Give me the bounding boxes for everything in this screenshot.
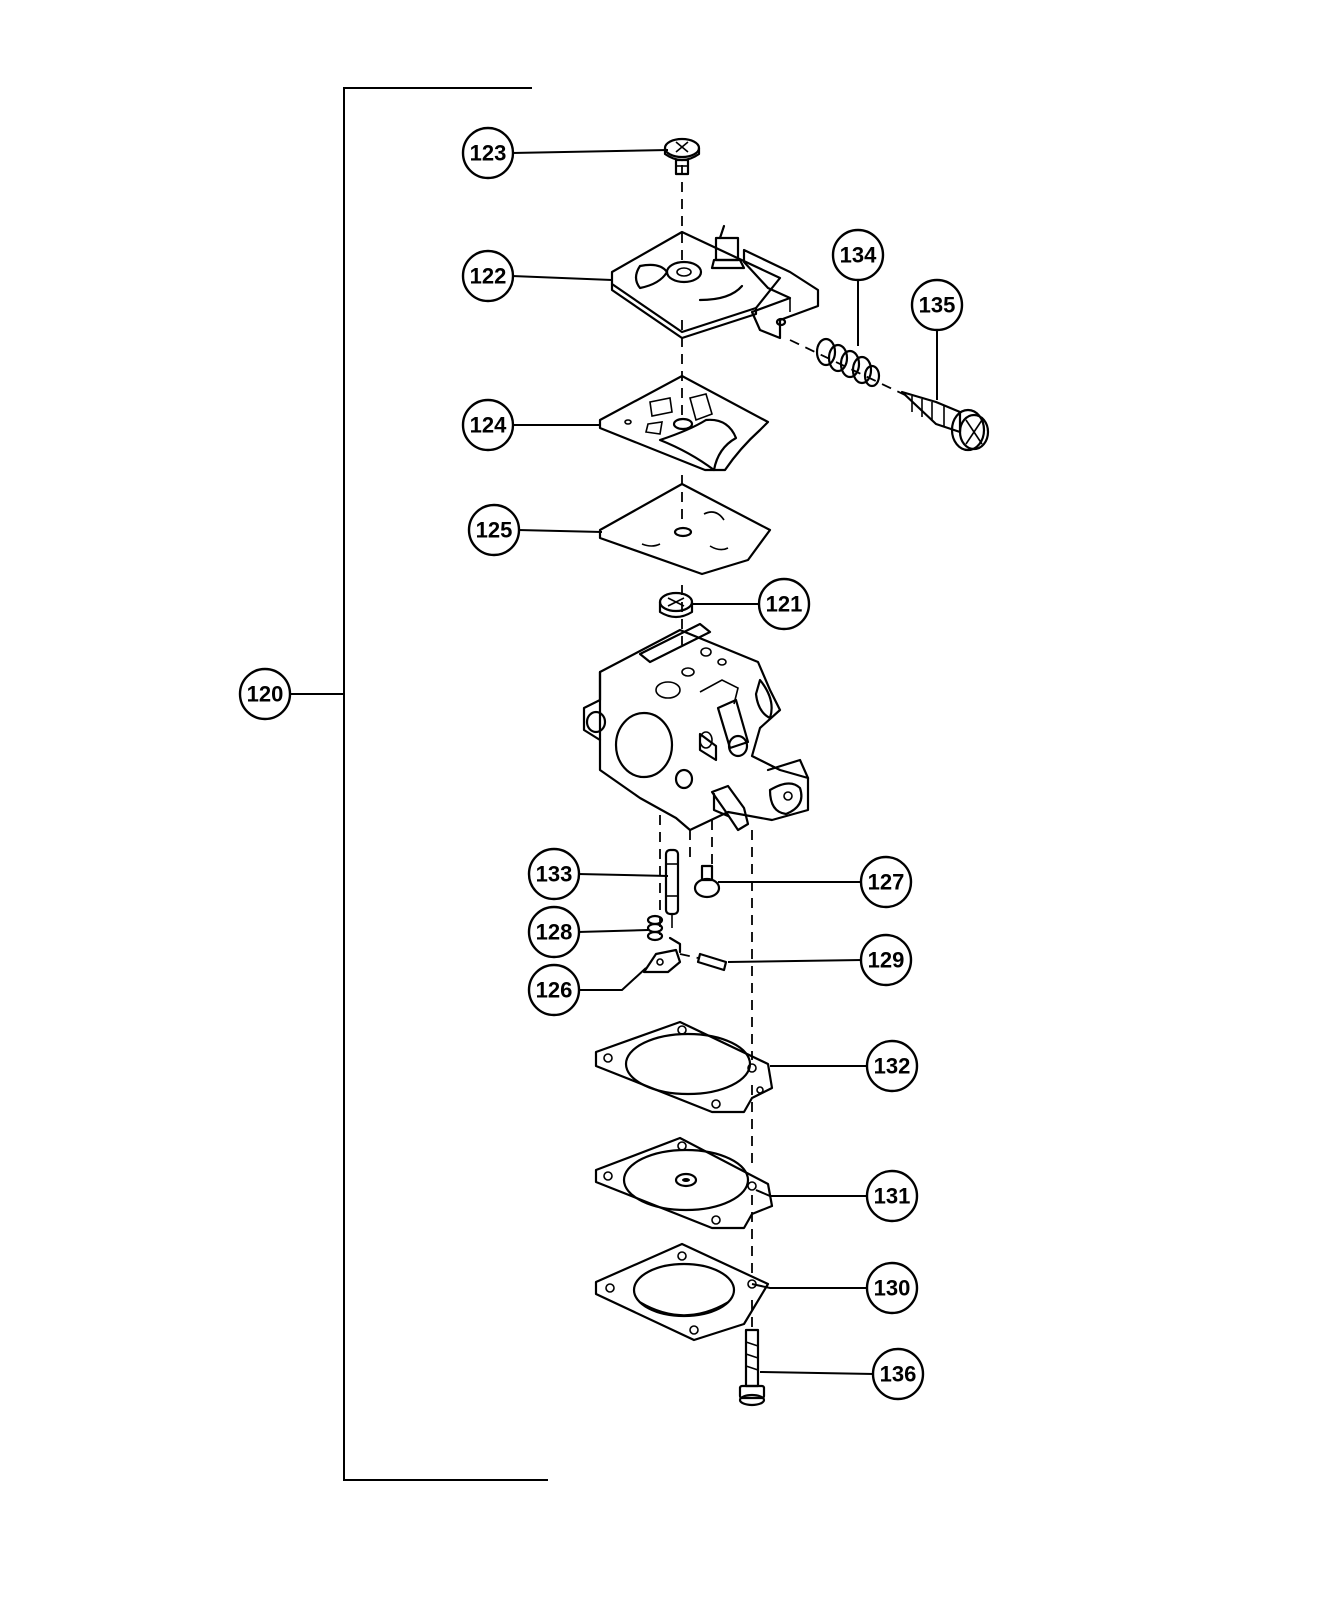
- carburetor-body: [582, 622, 810, 832]
- diaphragm-131: [594, 1136, 774, 1230]
- callout-125: 125: [467, 503, 521, 557]
- callout-125-label: 125: [476, 518, 513, 543]
- callout-136-label: 136: [880, 1362, 917, 1387]
- callout-120-label: 120: [247, 682, 284, 707]
- spring-134: [815, 337, 881, 388]
- callout-121: 121: [757, 577, 811, 631]
- gasket-132: [594, 1020, 774, 1114]
- callout-127-label: 127: [868, 870, 905, 895]
- callout-123: 123: [461, 126, 515, 180]
- cover-130: [594, 1242, 770, 1342]
- callout-122-label: 122: [470, 264, 507, 289]
- callout-124-label: 124: [470, 413, 507, 438]
- callout-133-label: 133: [536, 862, 573, 887]
- assembly-bracket: [290, 87, 548, 1481]
- callout-128: 128: [527, 905, 581, 959]
- callout-132: 132: [865, 1039, 919, 1093]
- callout-123-label: 123: [470, 141, 507, 166]
- callout-130-label: 130: [874, 1276, 911, 1301]
- spring-128: [646, 914, 664, 942]
- callout-129-label: 129: [868, 948, 905, 973]
- alignment-axes: [659, 165, 906, 1330]
- callout-134: 134: [831, 228, 885, 282]
- leader-lines: [511, 149, 938, 1375]
- metering-cover-122: [610, 224, 820, 340]
- callout-121-label: 121: [766, 592, 803, 617]
- callout-136: 136: [871, 1347, 925, 1401]
- pin-129: [679, 952, 728, 972]
- callout-124: 124: [461, 398, 515, 452]
- plug-121: [658, 591, 694, 619]
- callout-134-label: 134: [840, 243, 877, 268]
- callout-120: 120: [238, 667, 292, 721]
- callout-126-label: 126: [536, 978, 573, 1003]
- gasket-124: [598, 374, 770, 472]
- diaphragm-125: [598, 482, 772, 576]
- lever-126: [642, 936, 682, 974]
- callout-126: 126: [527, 963, 581, 1017]
- callout-122: 122: [461, 249, 515, 303]
- screw-123: [663, 137, 701, 176]
- needle-133: [664, 848, 680, 928]
- callout-130: 130: [865, 1261, 919, 1315]
- callout-127: 127: [859, 855, 913, 909]
- adjusting-screw-135: [900, 390, 990, 452]
- callout-132-label: 132: [874, 1054, 911, 1079]
- callout-128-label: 128: [536, 920, 573, 945]
- callout-129: 129: [859, 933, 913, 987]
- callout-131-label: 131: [874, 1184, 911, 1209]
- callout-133: 133: [527, 847, 581, 901]
- callout-131: 131: [865, 1169, 919, 1223]
- screw-136: [738, 1328, 766, 1407]
- screw-127: [693, 864, 721, 899]
- callout-135-label: 135: [919, 293, 956, 318]
- callout-135: 135: [910, 278, 964, 332]
